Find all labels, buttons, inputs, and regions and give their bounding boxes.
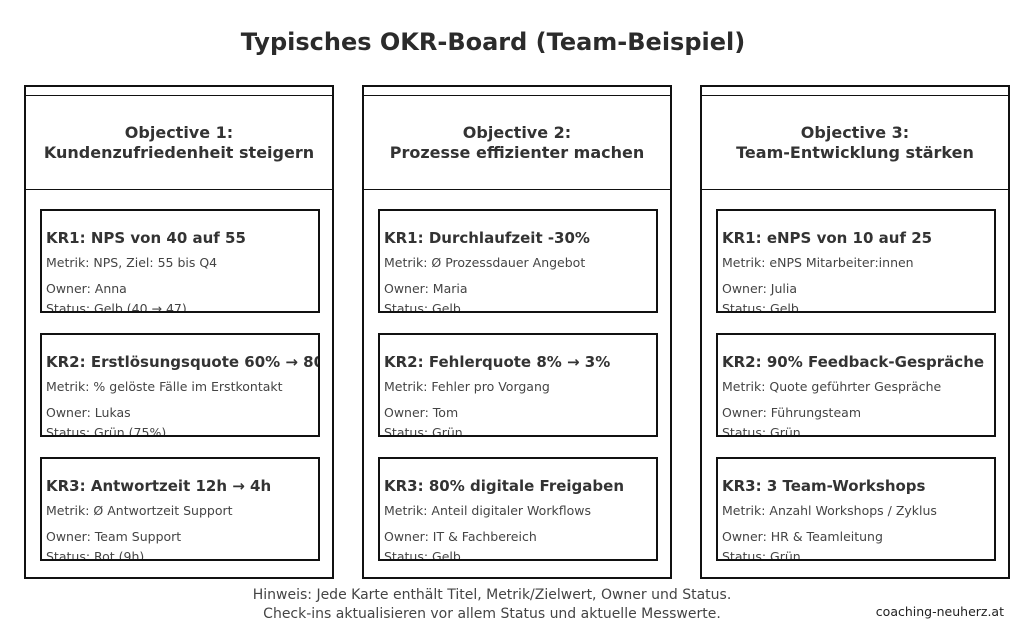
kr-owner: Owner: Lukas [46, 405, 131, 420]
column-top-strip [702, 87, 1008, 96]
kr-metric: Metrik: eNPS Mitarbeiter:innen [722, 255, 914, 270]
kr-title: KR2: 90% Feedback-Gespräche [722, 353, 985, 371]
kr-card: KR1: Durchlaufzeit -30% Metrik: Ø Prozes… [378, 209, 658, 313]
objective-name: Team-Entwicklung stärken [736, 142, 974, 162]
kr-metric: Metrik: NPS, Ziel: 55 bis Q4 [46, 255, 218, 270]
objective-header: Objective 1: Kundenzufriedenheit steiger… [26, 96, 332, 190]
kr-metric: Metrik: Ø Antwortzeit Support [46, 503, 233, 518]
kr-title: KR3: 80% digitale Freigaben [384, 477, 624, 495]
kr-owner: Owner: IT & Fachbereich [384, 529, 537, 544]
kr-title: KR1: NPS von 40 auf 55 [46, 229, 246, 247]
kr-card: KR2: Erstlösungsquote 60% → 80% Metrik: … [40, 333, 320, 437]
objective-column-3: Objective 3: Team-Entwicklung stärken KR… [700, 85, 1010, 579]
kr-status: Status: Gelb [722, 301, 799, 313]
kr-card: KR2: 90% Feedback-Gespräche Metrik: Quot… [716, 333, 996, 437]
kr-card: KR3: Antwortzeit 12h → 4h Metrik: Ø Antw… [40, 457, 320, 561]
column-top-strip [26, 87, 332, 96]
objective-name: Prozesse effizienter machen [389, 142, 645, 162]
kr-status: Status: Gelb (40 → 47) [46, 301, 187, 313]
brand-label: coaching-neuherz.at [875, 604, 1004, 619]
kr-owner: Owner: HR & Teamleitung [722, 529, 883, 544]
kr-status: Status: Grün [722, 425, 801, 437]
kr-status: Status: Grün [384, 425, 463, 437]
kr-owner: Owner: Maria [384, 281, 468, 296]
kr-owner: Owner: Team Support [46, 529, 182, 544]
objective-column-2: Objective 2: Prozesse effizienter machen… [362, 85, 672, 579]
footer-note: Hinweis: Jede Karte enthält Titel, Metri… [0, 586, 984, 624]
objective-header: Objective 3: Team-Entwicklung stärken [702, 96, 1008, 190]
kr-card: KR3: 3 Team-Workshops Metrik: Anzahl Wor… [716, 457, 996, 561]
footer-line-1: Hinweis: Jede Karte enthält Titel, Metri… [252, 587, 732, 603]
column-top-strip [364, 87, 670, 96]
kr-card: KR1: eNPS von 10 auf 25 Metrik: eNPS Mit… [716, 209, 996, 313]
kr-card: KR2: Fehlerquote 8% → 3% Metrik: Fehler … [378, 333, 658, 437]
kr-metric: Metrik: % gelöste Fälle im Erstkontakt [46, 379, 283, 394]
kr-metric: Metrik: Anzahl Workshops / Zyklus [722, 503, 937, 518]
kr-title: KR3: Antwortzeit 12h → 4h [46, 477, 272, 495]
objective-number: Objective 1: [124, 122, 234, 142]
kr-owner: Owner: Julia [722, 281, 797, 296]
objective-number: Objective 3: [800, 122, 910, 142]
kr-title: KR2: Erstlösungsquote 60% → 80% [46, 353, 320, 371]
kr-status: Status: Rot (9h) [46, 549, 145, 561]
objective-header: Objective 2: Prozesse effizienter machen [364, 96, 670, 190]
kr-status: Status: Grün [722, 549, 801, 561]
kr-title: KR3: 3 Team-Workshops [722, 477, 926, 495]
kr-title: KR1: Durchlaufzeit -30% [384, 229, 590, 247]
kr-metric: Metrik: Quote geführter Gespräche [722, 379, 942, 394]
kr-metric: Metrik: Fehler pro Vorgang [384, 379, 550, 394]
footer-line-2: Check-ins aktualisieren vor allem Status… [263, 606, 721, 622]
objective-number: Objective 2: [462, 122, 572, 142]
kr-status: Status: Grün (75%) [46, 425, 167, 437]
kr-card: KR3: 80% digitale Freigaben Metrik: Ante… [378, 457, 658, 561]
kr-title: KR1: eNPS von 10 auf 25 [722, 229, 933, 247]
kr-owner: Owner: Führungsteam [722, 405, 861, 420]
board-title: Typisches OKR-Board (Team-Beispiel) [240, 28, 746, 56]
kr-owner: Owner: Anna [46, 281, 127, 296]
kr-card: KR1: NPS von 40 auf 55 Metrik: NPS, Ziel… [40, 209, 320, 313]
kr-status: Status: Gelb [384, 301, 461, 313]
kr-status: Status: Gelb [384, 549, 461, 561]
kr-title: KR2: Fehlerquote 8% → 3% [384, 353, 611, 371]
kr-metric: Metrik: Ø Prozessdauer Angebot [384, 255, 586, 270]
kr-metric: Metrik: Anteil digitaler Workflows [384, 503, 591, 518]
objective-column-1: Objective 1: Kundenzufriedenheit steiger… [24, 85, 334, 579]
objective-name: Kundenzufriedenheit steigern [43, 142, 315, 162]
kr-owner: Owner: Tom [384, 405, 459, 420]
